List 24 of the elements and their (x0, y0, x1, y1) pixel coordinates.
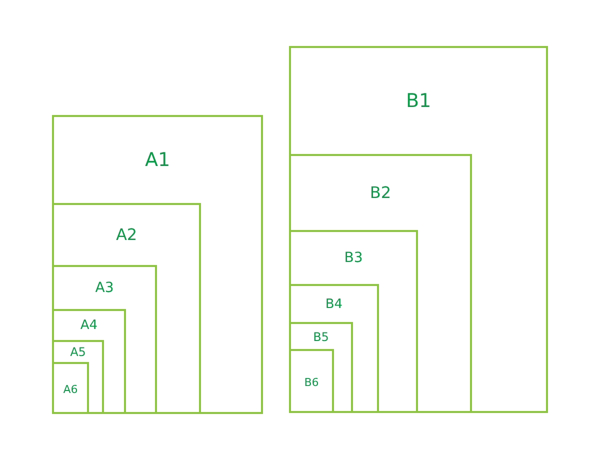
size-label: B5 (313, 330, 329, 342)
sheet-outline (52, 340, 104, 414)
size-label: A4 (80, 319, 98, 332)
sheet-outline (52, 362, 89, 414)
sheet-outline (289, 154, 472, 413)
sheet-outline (52, 115, 263, 414)
size-label: A2 (116, 227, 138, 243)
sheet-outline (52, 265, 157, 414)
size-label: B6 (304, 376, 319, 388)
size-label: B3 (344, 251, 363, 265)
size-label: B2 (370, 185, 392, 201)
sheet-outline (52, 309, 126, 414)
size-label: A3 (95, 281, 114, 295)
sheet-outline (52, 203, 201, 414)
size-label: B4 (325, 298, 343, 310)
sheet-outline (289, 322, 353, 413)
size-label: B1 (406, 92, 432, 110)
size-label: A1 (144, 150, 170, 170)
size-label: A6 (63, 384, 78, 394)
sheet-outline (289, 46, 548, 413)
sheet-outline (289, 349, 334, 413)
size-label: A5 (70, 346, 86, 358)
sheet-outline (289, 284, 379, 413)
sheet-outline (289, 230, 418, 413)
